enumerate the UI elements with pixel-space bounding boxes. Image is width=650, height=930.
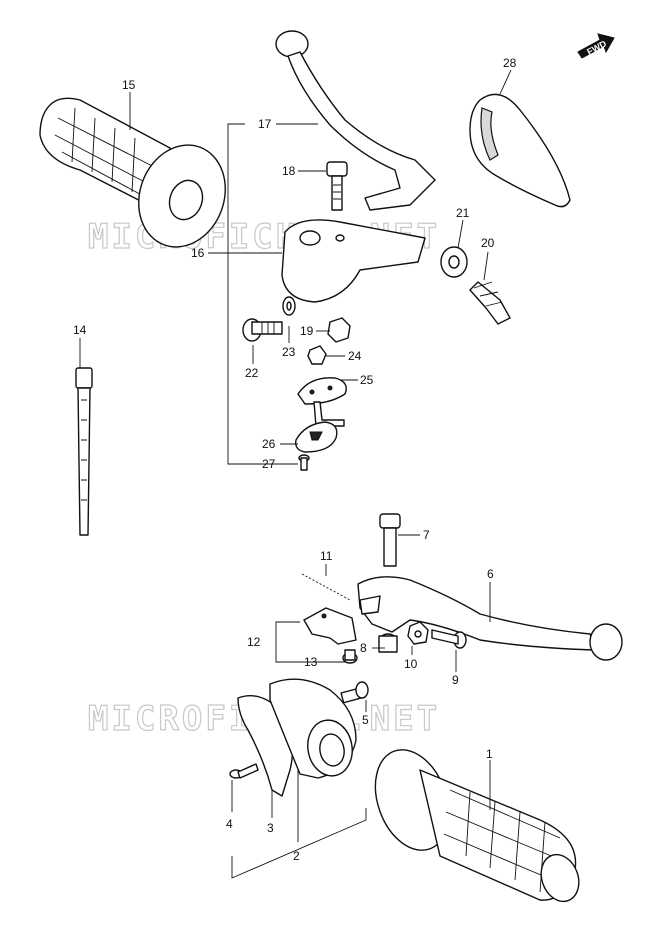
part-18-pivot-bolt bbox=[326, 161, 348, 211]
part-14-cable-tie bbox=[75, 367, 93, 536]
part-24-small-nut bbox=[307, 345, 327, 365]
callout-25: 25 bbox=[360, 373, 374, 387]
part-25-switch-plate bbox=[297, 377, 347, 427]
callout-22: 22 bbox=[245, 366, 259, 380]
part-7-pivot-bolt bbox=[379, 513, 401, 567]
callout-27: 27 bbox=[262, 457, 276, 471]
callout-24: 24 bbox=[348, 349, 362, 363]
part-28-lever-cover bbox=[469, 93, 571, 208]
part-19-nut bbox=[327, 317, 351, 343]
callout-11: 11 bbox=[320, 549, 333, 563]
callout-18: 18 bbox=[282, 164, 296, 178]
callout-1: 1 bbox=[486, 747, 493, 761]
callout-26: 26 bbox=[262, 437, 276, 451]
part-6-lever-lower bbox=[357, 576, 623, 661]
part-4-screw bbox=[229, 763, 259, 779]
callout-14: 14 bbox=[73, 323, 87, 337]
callout-17: 17 bbox=[258, 117, 272, 131]
part-23-washer bbox=[282, 296, 296, 316]
callout-15: 15 bbox=[122, 78, 136, 92]
callout-28: 28 bbox=[503, 56, 517, 70]
callout-9: 9 bbox=[452, 673, 459, 687]
part-8-bush bbox=[378, 633, 398, 653]
callout-23: 23 bbox=[282, 345, 296, 359]
group-bracket-upper bbox=[227, 123, 280, 465]
part-9-bolt bbox=[431, 629, 467, 649]
group-bracket-lower bbox=[231, 808, 367, 879]
callout-21: 21 bbox=[456, 206, 470, 220]
part-11-spring bbox=[301, 573, 351, 601]
callout-2: 2 bbox=[293, 849, 300, 863]
callout-20: 20 bbox=[481, 236, 495, 250]
part-17-lever-upper bbox=[275, 30, 436, 211]
callout-13: 13 bbox=[304, 655, 318, 669]
part-13-screw bbox=[342, 649, 358, 664]
part-27-screw bbox=[298, 454, 310, 471]
part-20-adjuster-bolt bbox=[469, 281, 511, 325]
callout-5: 5 bbox=[362, 713, 369, 727]
part-5-screw bbox=[340, 681, 369, 704]
part-22-bolt bbox=[242, 318, 283, 342]
part-2-lever-holder-lower bbox=[269, 678, 357, 779]
part-10-nut bbox=[407, 621, 429, 645]
callout-3: 3 bbox=[267, 821, 274, 835]
callout-10: 10 bbox=[404, 657, 418, 671]
callout-16: 16 bbox=[191, 246, 205, 260]
callout-4: 4 bbox=[226, 817, 233, 831]
part-15-grip-left bbox=[39, 97, 226, 248]
callout-12: 12 bbox=[247, 635, 261, 649]
callout-8: 8 bbox=[360, 641, 367, 655]
forward-arrow-icon: FWD bbox=[577, 33, 615, 59]
callout-6: 6 bbox=[487, 567, 494, 581]
part-21-adjuster-locknut bbox=[440, 246, 468, 278]
part-12-switch-assembly bbox=[303, 607, 357, 645]
group-bracket-12 bbox=[275, 621, 300, 663]
part-1-grip-right bbox=[374, 749, 580, 903]
part-16-lever-holder bbox=[281, 219, 426, 303]
callout-7: 7 bbox=[423, 528, 430, 542]
part-26-switch bbox=[295, 421, 338, 453]
callout-19: 19 bbox=[300, 324, 314, 338]
